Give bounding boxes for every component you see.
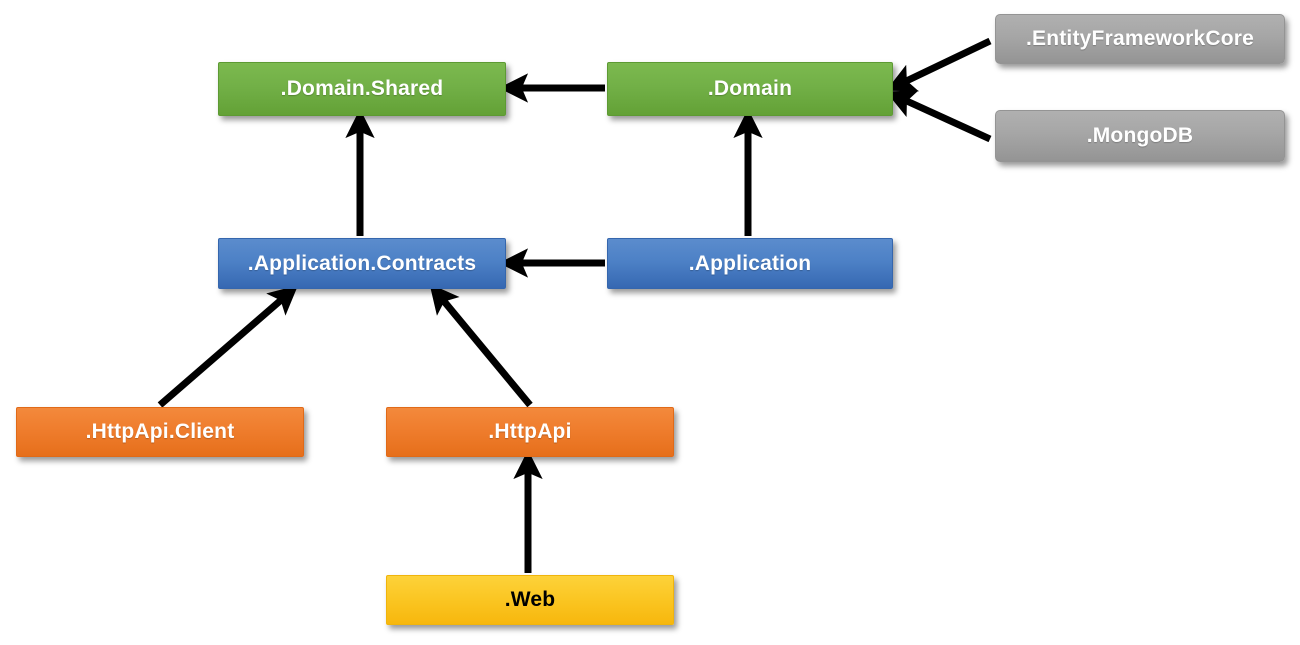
- edge-mongodb-to-domain: [885, 90, 992, 143]
- node-label-application: .Application: [688, 251, 812, 275]
- node-httpapi-client[interactable]: .HttpApi.Client: [16, 407, 304, 457]
- node-label-web: .Web: [504, 588, 556, 612]
- node-label-httpapi-client: .HttpApi.Client: [85, 420, 235, 444]
- node-application-contracts[interactable]: .Application.Contracts: [218, 238, 506, 289]
- node-web[interactable]: .Web: [386, 575, 674, 625]
- node-domain-shared[interactable]: .Domain.Shared: [218, 62, 506, 116]
- node-application[interactable]: .Application: [607, 238, 893, 289]
- node-label-httpapi: .HttpApi: [488, 420, 572, 444]
- edge-efcore-to-domain: [886, 37, 992, 92]
- node-label-mongodb: .MongoDB: [1086, 124, 1194, 148]
- node-domain[interactable]: .Domain: [607, 62, 893, 116]
- node-mongodb[interactable]: .MongoDB: [995, 110, 1285, 162]
- node-label-application-contracts: .Application.Contracts: [247, 251, 477, 275]
- edge-httpapi-to-contracts: [429, 283, 533, 408]
- node-entityframeworkcore[interactable]: .EntityFrameworkCore: [995, 14, 1285, 64]
- edges-group: [157, 37, 992, 573]
- edge-httpapi-client-to-contracts: [157, 285, 299, 408]
- node-httpapi[interactable]: .HttpApi: [386, 407, 674, 457]
- node-label-domain-shared: .Domain.Shared: [280, 77, 444, 101]
- node-label-domain: .Domain: [707, 77, 793, 101]
- node-label-entityframeworkcore: .EntityFrameworkCore: [1025, 27, 1255, 51]
